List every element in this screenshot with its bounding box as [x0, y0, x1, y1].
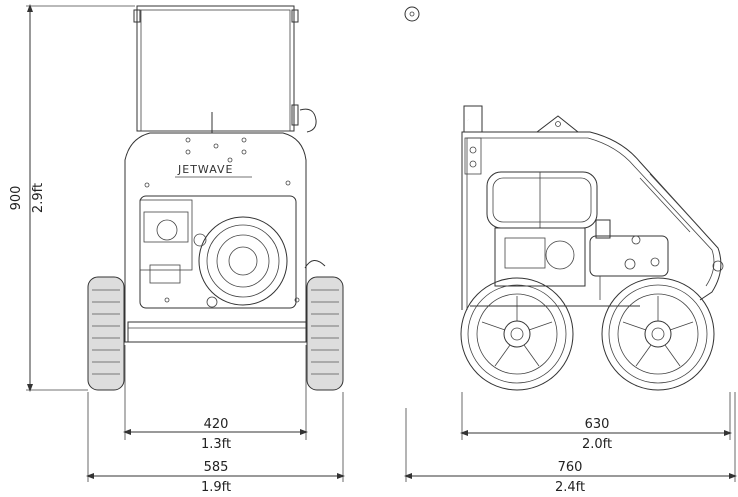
side-front-wheel	[601, 277, 715, 391]
side-wheelbase-mm-label: 630	[585, 417, 610, 432]
side-total-length-ft-label: 2.4ft	[555, 480, 585, 495]
side-frame	[461, 115, 724, 310]
side-view	[402, 6, 724, 391]
brand-logo: JETWAVE	[177, 163, 234, 176]
front-handle	[133, 5, 317, 133]
front-total-width-ft-label: 1.9ft	[201, 480, 231, 495]
side-handle	[402, 6, 483, 133]
front-view: JETWAVE	[87, 5, 344, 391]
front-left-wheel	[87, 276, 125, 391]
side-engine	[486, 171, 598, 287]
front-total-width-mm-label: 585	[204, 460, 229, 475]
front-inner-width-mm-label: 420	[204, 417, 229, 432]
height-ft-label: 2.9ft	[31, 183, 46, 213]
front-engine	[139, 195, 326, 309]
side-total-length-mm-label: 760	[558, 460, 583, 475]
side-pump	[589, 219, 669, 300]
front-right-wheel	[306, 276, 344, 391]
dimension-lines	[26, 4, 737, 482]
side-rear-wheel	[460, 277, 574, 391]
dimension-labels: 900 2.9ft 420 1.3ft 585 1.9ft 630 2.0ft …	[9, 183, 612, 495]
side-wheelbase-ft-label: 2.0ft	[582, 437, 612, 452]
front-inner-width-ft-label: 1.3ft	[201, 437, 231, 452]
front-frame: JETWAVE	[124, 112, 307, 343]
height-mm-label: 900	[9, 186, 24, 211]
